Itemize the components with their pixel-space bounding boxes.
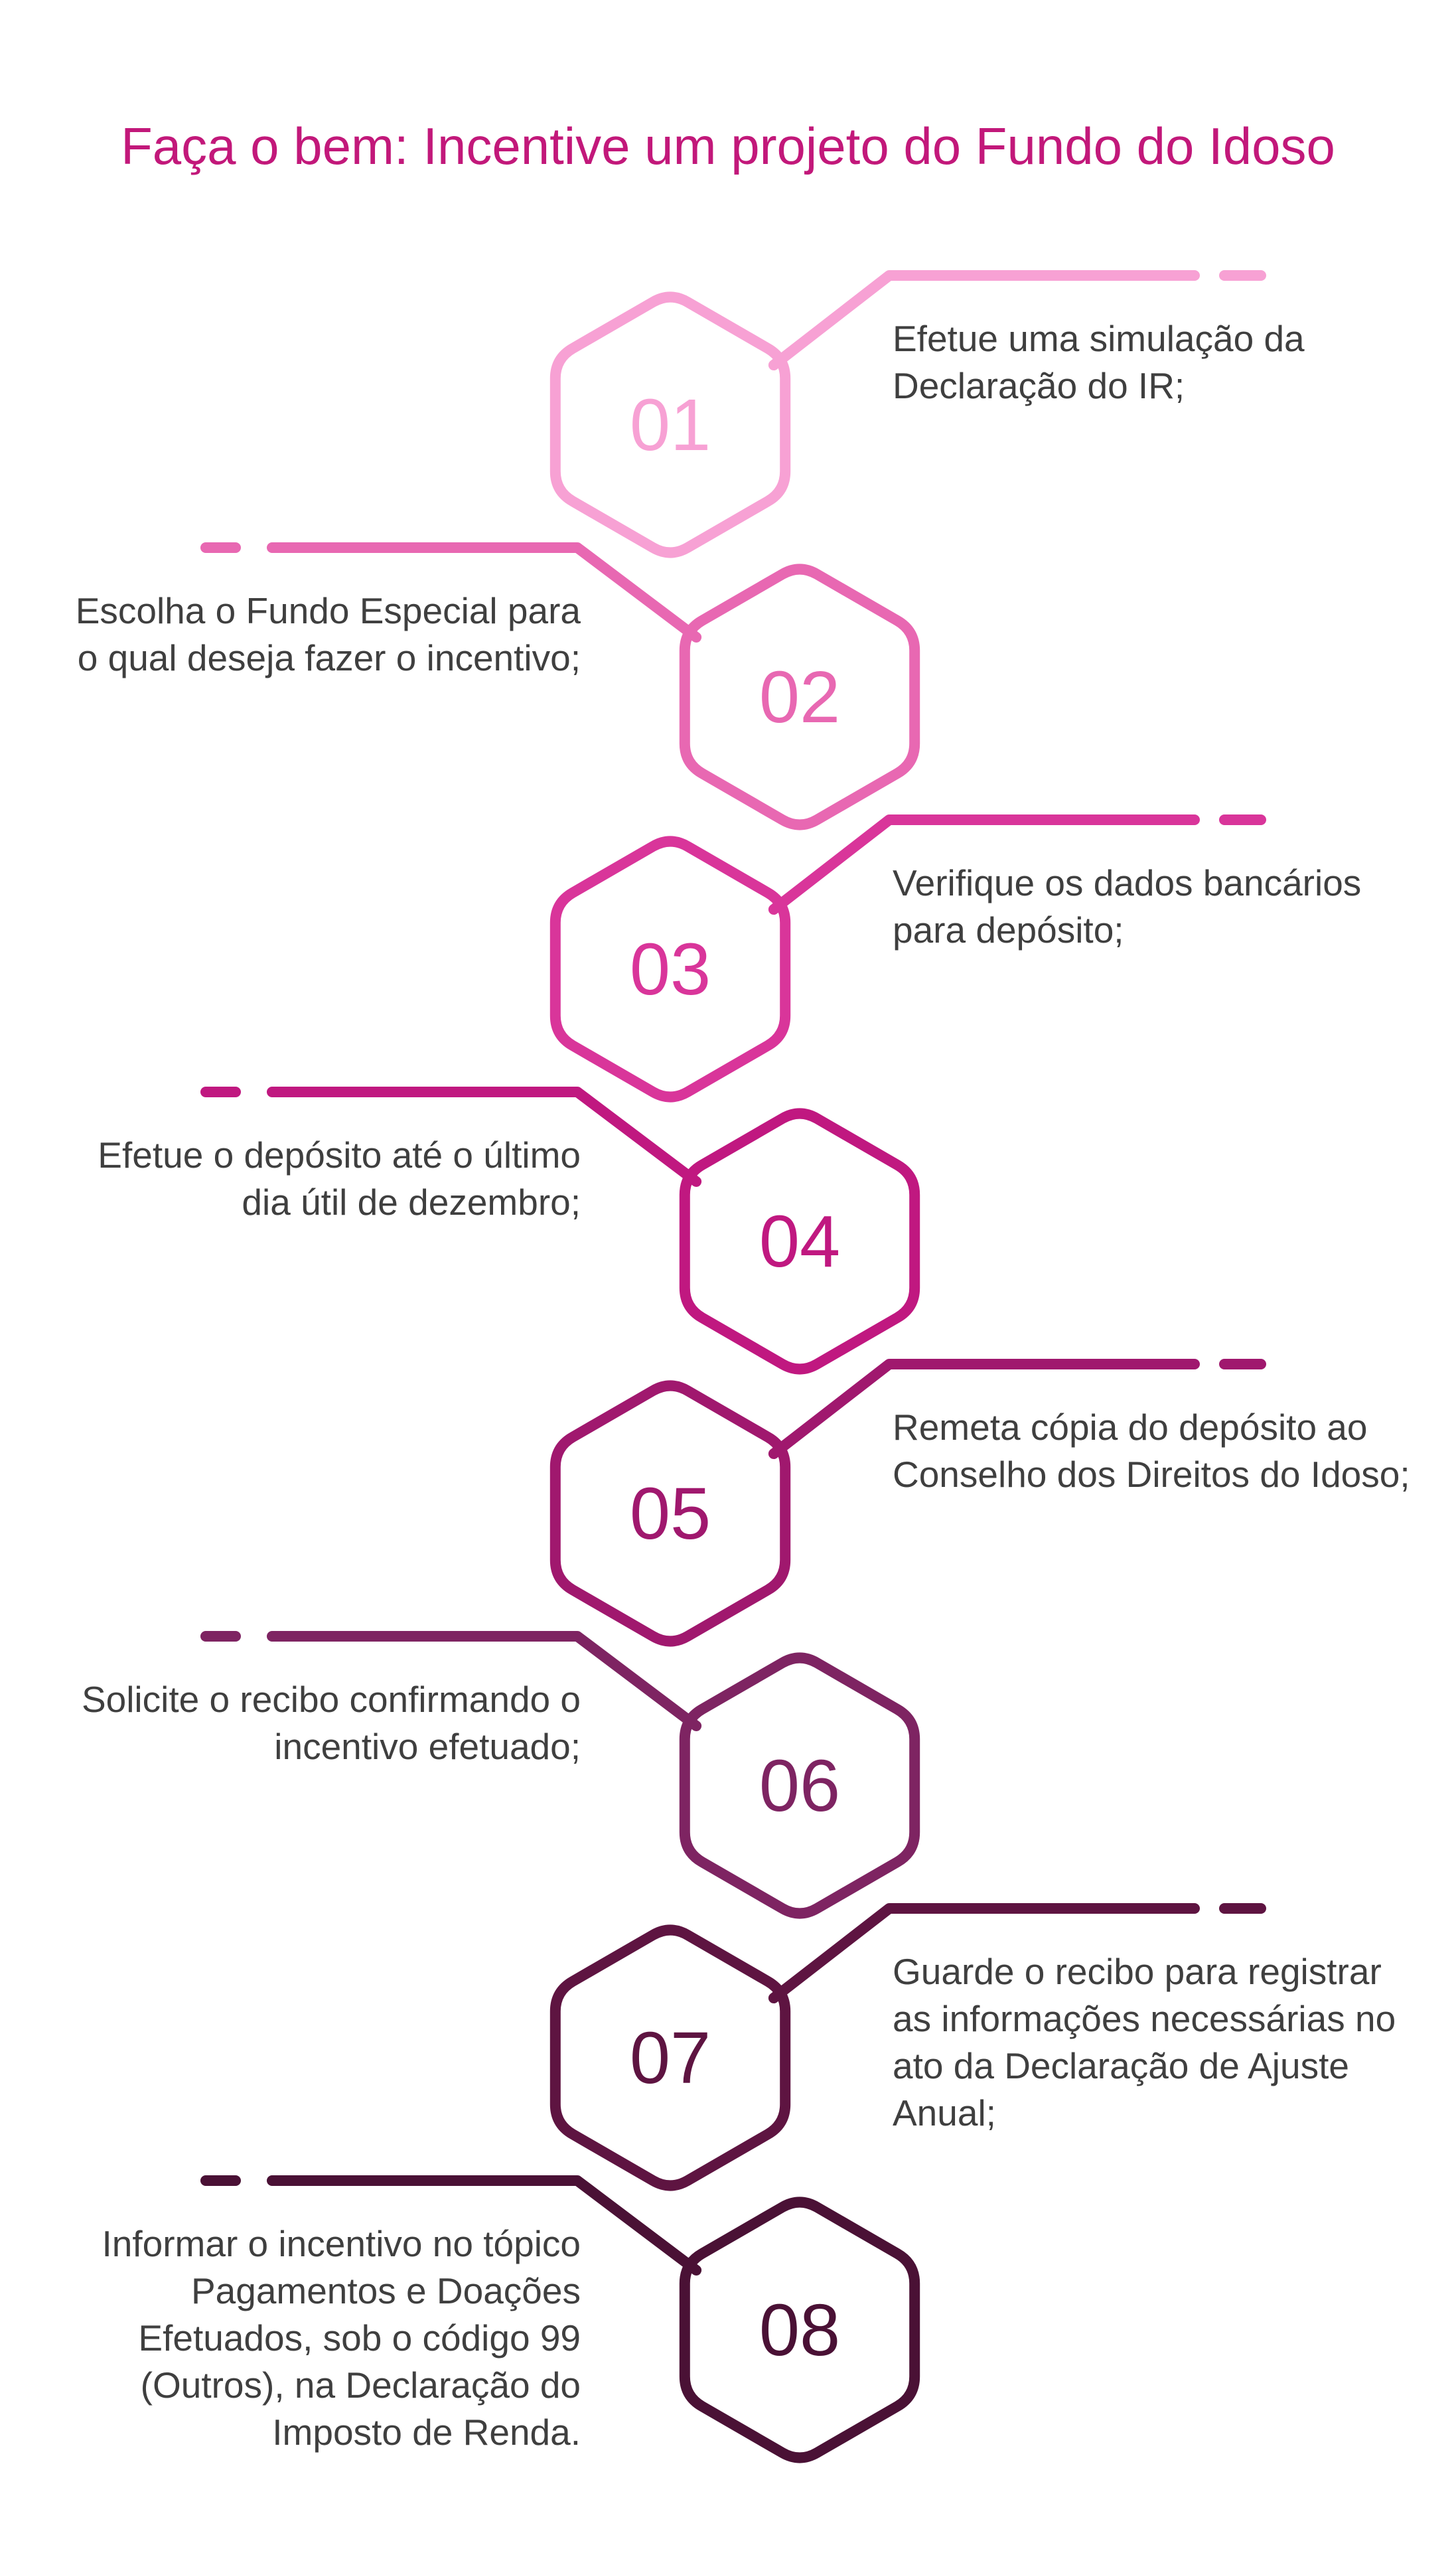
step-description-08: Informar o incentivo no tópico Pagamento… bbox=[102, 2223, 581, 2453]
hexagon-05 bbox=[549, 1380, 791, 1647]
step-number-01: 01 bbox=[630, 384, 711, 466]
step-description-01: Efetue uma simulação da Declaração do IR… bbox=[893, 318, 1305, 406]
page-title: Faça o bem: Incentive um projeto do Fund… bbox=[121, 117, 1335, 175]
step-description-05: Remeta cópia do depósito ao Conselho dos… bbox=[893, 1407, 1410, 1495]
step-number-06: 06 bbox=[759, 1745, 840, 1827]
connector-line-06 bbox=[267, 1631, 702, 1731]
hexagon-08 bbox=[679, 2197, 920, 2463]
hexagon-06 bbox=[679, 1652, 920, 1919]
step-description-07: Guarde o recibo para registrar as inform… bbox=[893, 1951, 1396, 2133]
connector-line-04 bbox=[267, 1087, 702, 1187]
connector-line-08 bbox=[267, 2175, 702, 2276]
hexagon-04 bbox=[679, 1108, 920, 1375]
step-description-03: Verifique os dados bancários para depósi… bbox=[893, 862, 1362, 951]
step-number-04: 04 bbox=[759, 1201, 840, 1282]
hexagon-01 bbox=[549, 291, 791, 558]
connector-line-05 bbox=[768, 1359, 1200, 1459]
connector-line-02 bbox=[267, 542, 702, 643]
step-description-06: Solicite o recibo confirmando o incentiv… bbox=[81, 1679, 581, 1767]
step-number-08: 08 bbox=[759, 2289, 840, 2371]
hexagon-07 bbox=[549, 1924, 791, 2191]
connector-line-03 bbox=[768, 814, 1200, 915]
step-number-02: 02 bbox=[759, 657, 840, 738]
hexagon-02 bbox=[679, 564, 920, 830]
connector-line-01 bbox=[768, 270, 1200, 370]
connector-line-07 bbox=[768, 1903, 1200, 2003]
step-description-04: Efetue o depósito até o último dia útil … bbox=[98, 1134, 581, 1223]
step-number-07: 07 bbox=[630, 2017, 711, 2099]
step-description-02: Escolha o Fundo Especial para o qual des… bbox=[75, 590, 581, 678]
step-number-03: 03 bbox=[630, 929, 711, 1010]
step-number-05: 05 bbox=[630, 1473, 711, 1555]
hexagon-03 bbox=[549, 836, 791, 1103]
